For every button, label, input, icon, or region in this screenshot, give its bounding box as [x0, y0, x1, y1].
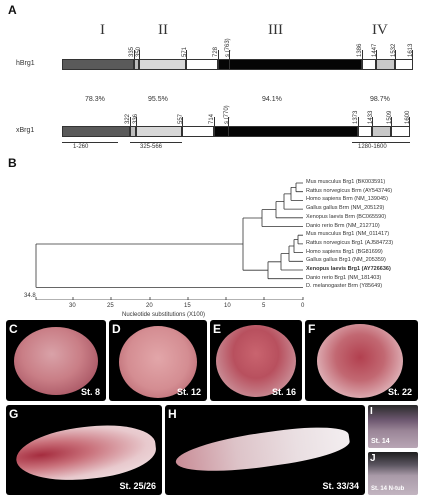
fragment-line-3	[352, 142, 410, 143]
tree-leaf: Gallus gallus Brm (NM_205129)	[306, 205, 385, 212]
tree-axis-tick: 5	[262, 303, 266, 309]
domain-label-2: II	[158, 22, 168, 38]
photo-panel-e: St. 16	[210, 320, 302, 401]
tree-leaf: Danio rerio Brg1 (NM_181403)	[306, 274, 382, 281]
tree-leaf: D. melanogaster Brm (Y85649)	[306, 283, 383, 290]
tree-scale-ticks	[35, 297, 304, 300]
tree-branch-brm-brg1	[242, 217, 268, 271]
photo-panel-f: St. 22	[305, 320, 418, 401]
photo-panel-g: St. 25/26	[6, 405, 162, 495]
tree-leaf: Mus musculus Brg1 (NM_011417)	[306, 231, 390, 238]
xbrg1-domain-1	[62, 126, 130, 137]
tree-branch-brm-chick	[283, 193, 303, 210]
tree-leaf: Danio rerio Brm (NM_212710)	[306, 222, 380, 229]
stage-label: St. 25/26	[119, 481, 156, 491]
identity-domain-3: 94.1%	[262, 96, 282, 103]
panel-label-d: D	[112, 322, 121, 336]
fragment-label-1: 1-260	[73, 144, 89, 150]
identity-domain-1: 78.3%	[85, 96, 105, 103]
panel-label-g: G	[9, 407, 19, 421]
tree-branch-brg1-chick	[288, 245, 303, 262]
tree-branch-brg1-mouse-rat	[297, 234, 303, 245]
xbrg1-label: xBrg1	[16, 127, 35, 134]
embryo-image	[216, 325, 296, 397]
tree-branch-brg1-human	[293, 239, 303, 253]
panel-label-i: I	[370, 406, 373, 417]
tree-leaf: Homo sapiens Brm (NM_139045)	[306, 196, 388, 203]
panel-label-f: F	[308, 322, 316, 336]
tree-leaf-highlighted: Xenopus laevis Brg1 (AY726636)	[306, 266, 391, 272]
embryo-image	[173, 420, 352, 480]
tree-leaf: Rattus norvegicus Brg1 (AJ584723)	[306, 239, 394, 246]
identity-domain-2: 95.5%	[148, 96, 168, 103]
panel-label-j: J	[370, 453, 376, 464]
panel-label-e: E	[213, 322, 222, 336]
tree-axis-tick: 10	[224, 303, 231, 309]
stage-label: St. 12	[176, 387, 201, 397]
tree-leaf: Homo sapiens Brg1 (BG81699)	[306, 248, 383, 255]
identity-domain-4: 98.7%	[370, 96, 390, 103]
hbrg1-domain-1	[62, 59, 134, 70]
tree-axis-label: Nucleotide substitutions (X100)	[122, 312, 206, 318]
fragment-label-3: 1280-1600	[358, 144, 387, 150]
fragment-label-2: 325-566	[140, 144, 163, 150]
tree-leaf: Xenopus laevis Brm (BC065590)	[306, 213, 387, 220]
tree-axis-start: 34.8	[24, 293, 36, 299]
tree-leaf: Gallus gallus Brg1 (NM_205359)	[306, 257, 386, 264]
fragment-line-2	[130, 142, 182, 143]
domain-label-1: I	[100, 22, 105, 38]
photo-panel-c: St. 8	[6, 320, 106, 401]
embryo-image	[13, 419, 159, 487]
tree-axis-tick: 20	[146, 303, 153, 309]
stage-label: St. 22	[387, 387, 412, 397]
tree-branch-root	[35, 243, 303, 288]
phylogenetic-tree	[35, 182, 304, 300]
stage-label: St. 16	[271, 387, 296, 397]
panel-label-c: C	[9, 322, 18, 336]
tree-axis-tick: 0	[301, 303, 305, 309]
panel-label-h: H	[168, 407, 177, 421]
tree-axis-tick: 25	[107, 303, 114, 309]
domain-label-4: IV	[372, 22, 388, 38]
photo-panel-i: St. 14	[368, 405, 418, 448]
tree-leaf: Mus musculus Brg1 (BK003591)	[306, 179, 386, 185]
domain-label-3: III	[268, 22, 283, 38]
tree-branch-brm-mouse-rat	[295, 182, 303, 193]
photo-panel-j: St. 14 N-tub	[368, 452, 418, 495]
embryo-image	[14, 327, 98, 395]
tree-axis-tick: 30	[69, 303, 76, 309]
tree-branch-brm-xenopus	[275, 201, 303, 219]
embryo-image	[119, 326, 197, 398]
tree-branch-brg1-xenopus	[280, 253, 303, 271]
panel-label-a: A	[8, 3, 17, 17]
photo-panel-h: St. 33/34	[165, 405, 365, 495]
stage-label: St. 14 N-tub	[371, 486, 405, 492]
panel-label-b: B	[8, 156, 17, 170]
stage-label: St. 8	[80, 387, 100, 397]
stage-label: St. 14	[371, 438, 390, 445]
embryo-image	[317, 324, 403, 398]
tree-branch-brm-human	[290, 187, 303, 201]
tree-axis-tick: 15	[184, 303, 191, 309]
tree-leaf: Rattus norvegicus Brm (AY543746)	[306, 187, 393, 194]
photo-panel-d: St. 12	[109, 320, 207, 401]
fragment-line-1	[62, 142, 118, 143]
hbrg1-label: hBrg1	[16, 60, 35, 67]
stage-label: St. 33/34	[322, 481, 359, 491]
